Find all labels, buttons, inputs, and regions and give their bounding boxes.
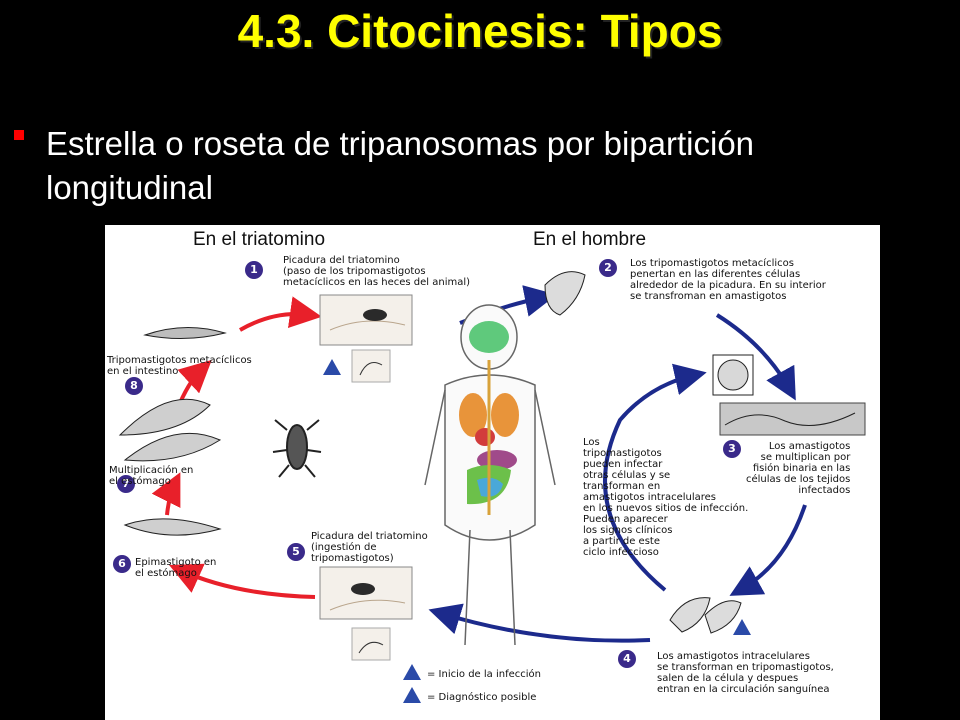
blue-arrow-bottom: [428, 603, 651, 643]
triatomine-bug: [272, 419, 322, 478]
legend-item-infection-start: = Inicio de la infección: [427, 669, 541, 680]
human-figure: [424, 304, 556, 646]
step-text-3: Los amastigotos se multiplican por fisió…: [746, 441, 851, 496]
trypomastigote-human-bottom: [669, 597, 742, 634]
step-badge-2: 2: [599, 259, 617, 277]
center-note: Los tripomastigotos pueden infectar otra…: [583, 437, 749, 558]
blue-arrow-right-upper: [715, 313, 796, 401]
diagnostic-badge-icon: [733, 619, 751, 635]
blue-arrow-inner: [603, 363, 707, 592]
step-badge-4: 4: [618, 650, 636, 668]
step-badge-7: 7: [117, 475, 135, 493]
step-text-1: Picadura del triatomino (paso de los tri…: [283, 255, 471, 288]
epimastigote: [123, 518, 222, 536]
bullet-text: Estrella o roseta de tripanosomas por bi…: [46, 125, 755, 206]
step-text-5: Picadura del triatomino (ingestión de tr…: [311, 531, 428, 564]
step-text-8: Tripomastigotos metacíclicos en el intes…: [107, 355, 252, 377]
legend-item-diagnosis: = Diagnóstico posible: [427, 692, 537, 703]
step-text-4: Los amastigotos intracelulares se transf…: [657, 651, 834, 695]
trypomastigote-panel-top: [351, 349, 391, 383]
trypomastigote-panel-bottom: [351, 627, 391, 661]
red-arrow-top: [239, 296, 322, 332]
legend-d-icon: [403, 687, 421, 703]
step-badge-6: 6: [113, 555, 131, 573]
metacyclic-trypomastigote: [143, 327, 227, 340]
blue-arrow-right-lower: [729, 504, 807, 596]
red-arrow-bottom: [169, 563, 316, 599]
step-text-7: Multiplicación en el estómago: [109, 465, 194, 487]
header-human: En el hombre: [533, 229, 647, 250]
step-text-2: Los tripomastigotos metacíclicos penerta…: [630, 258, 826, 302]
step-badge-1: 1: [245, 261, 263, 279]
red-arrow-left-lower: [151, 472, 181, 516]
step-badge-5: 5: [287, 543, 305, 561]
life-cycle-diagram: En el triatomino En el hombre 1 Picadura…: [105, 225, 880, 720]
infection-start-badge-icon: [323, 359, 341, 375]
step-text-6: Epimastigoto en el estómago: [135, 557, 217, 579]
bullet-marker: [14, 130, 24, 140]
cycle-graphics: [118, 271, 866, 703]
slide-title: 4.3. Citocinesis: Tipos: [237, 5, 723, 57]
legend-i-icon: [403, 664, 421, 680]
trypomastigote-human-top: [544, 271, 586, 316]
infected-tissue: [719, 402, 866, 436]
dividing-epimastigotes: [118, 398, 222, 462]
bite-panel-top: [319, 294, 413, 346]
step-badge-8: 8: [125, 377, 143, 395]
step-badge-3: 3: [723, 440, 741, 458]
header-triatomine: En el triatomino: [193, 229, 326, 250]
